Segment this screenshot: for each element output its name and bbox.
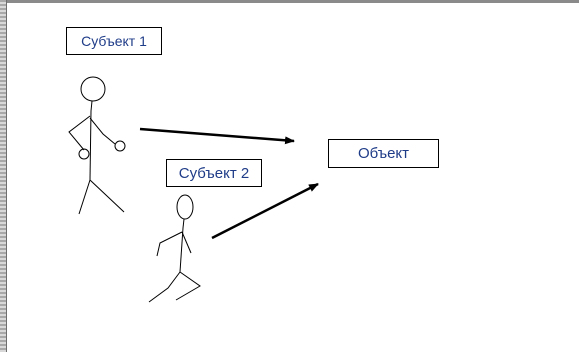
- figure-2-right-leg: [175, 271, 201, 301]
- figure-2-left-arm: [156, 231, 183, 257]
- figure-1-right-arm: [89, 117, 116, 145]
- figure-1-right-leg: [89, 179, 125, 213]
- figure-1-neck: [90, 100, 93, 112]
- stick-figure-subject-2: [148, 194, 201, 303]
- figure-1-body: [89, 110, 92, 181]
- subject-2-label: Субъект 2: [166, 159, 262, 187]
- arrow-subject-2-to-object: [211, 182, 319, 240]
- figure-1-right-hand: [114, 140, 126, 152]
- frame-top-border: [0, 0, 579, 3]
- stick-figure-subject-1: [68, 76, 126, 215]
- figure-2-right-arm: [181, 231, 192, 254]
- arrow-subject-1-to-object: [139, 127, 295, 145]
- figure-2-body: [179, 227, 184, 273]
- figure-1-left-arm: [68, 115, 91, 151]
- figure-1-left-leg: [78, 179, 91, 215]
- figure-2-left-leg: [148, 271, 181, 303]
- figure-1-head: [80, 76, 106, 102]
- frame-left-border: [0, 0, 6, 352]
- frame-left-edge: [6, 0, 7, 352]
- figure-2-neck: [182, 218, 185, 229]
- object-label: Объект: [328, 139, 439, 168]
- figure-2-head: [176, 194, 194, 220]
- figure-1-left-hand: [78, 148, 90, 160]
- subject-1-label: Субъект 1: [66, 27, 162, 55]
